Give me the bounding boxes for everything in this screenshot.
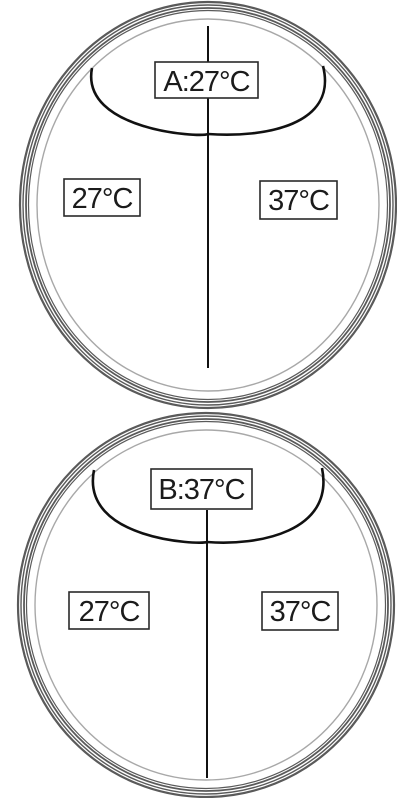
plate-b-top-label: B:37°C [151,469,252,509]
plate-a-top-label: A:27°C [155,62,258,98]
plate-a-right-label: 37°C [260,181,337,219]
plate-b-left-label: 27°C [69,592,149,629]
plate-b-left-label-text: 27°C [79,596,140,628]
plate-a-top-label-text: A:27°C [163,66,249,98]
plate-a: A:27°C 27°C 37°C [20,2,396,408]
plate-b-top-label-text: B:37°C [158,474,244,506]
plate-a-left-label: 27°C [64,179,140,216]
plate-b: B:37°C 27°C 37°C [18,413,394,797]
plate-a-left-label-text: 27°C [72,183,133,215]
plate-b-right-label: 37°C [262,592,338,630]
plate-a-right-label-text: 37°C [268,185,329,217]
plate-b-right-label-text: 37°C [270,596,331,628]
